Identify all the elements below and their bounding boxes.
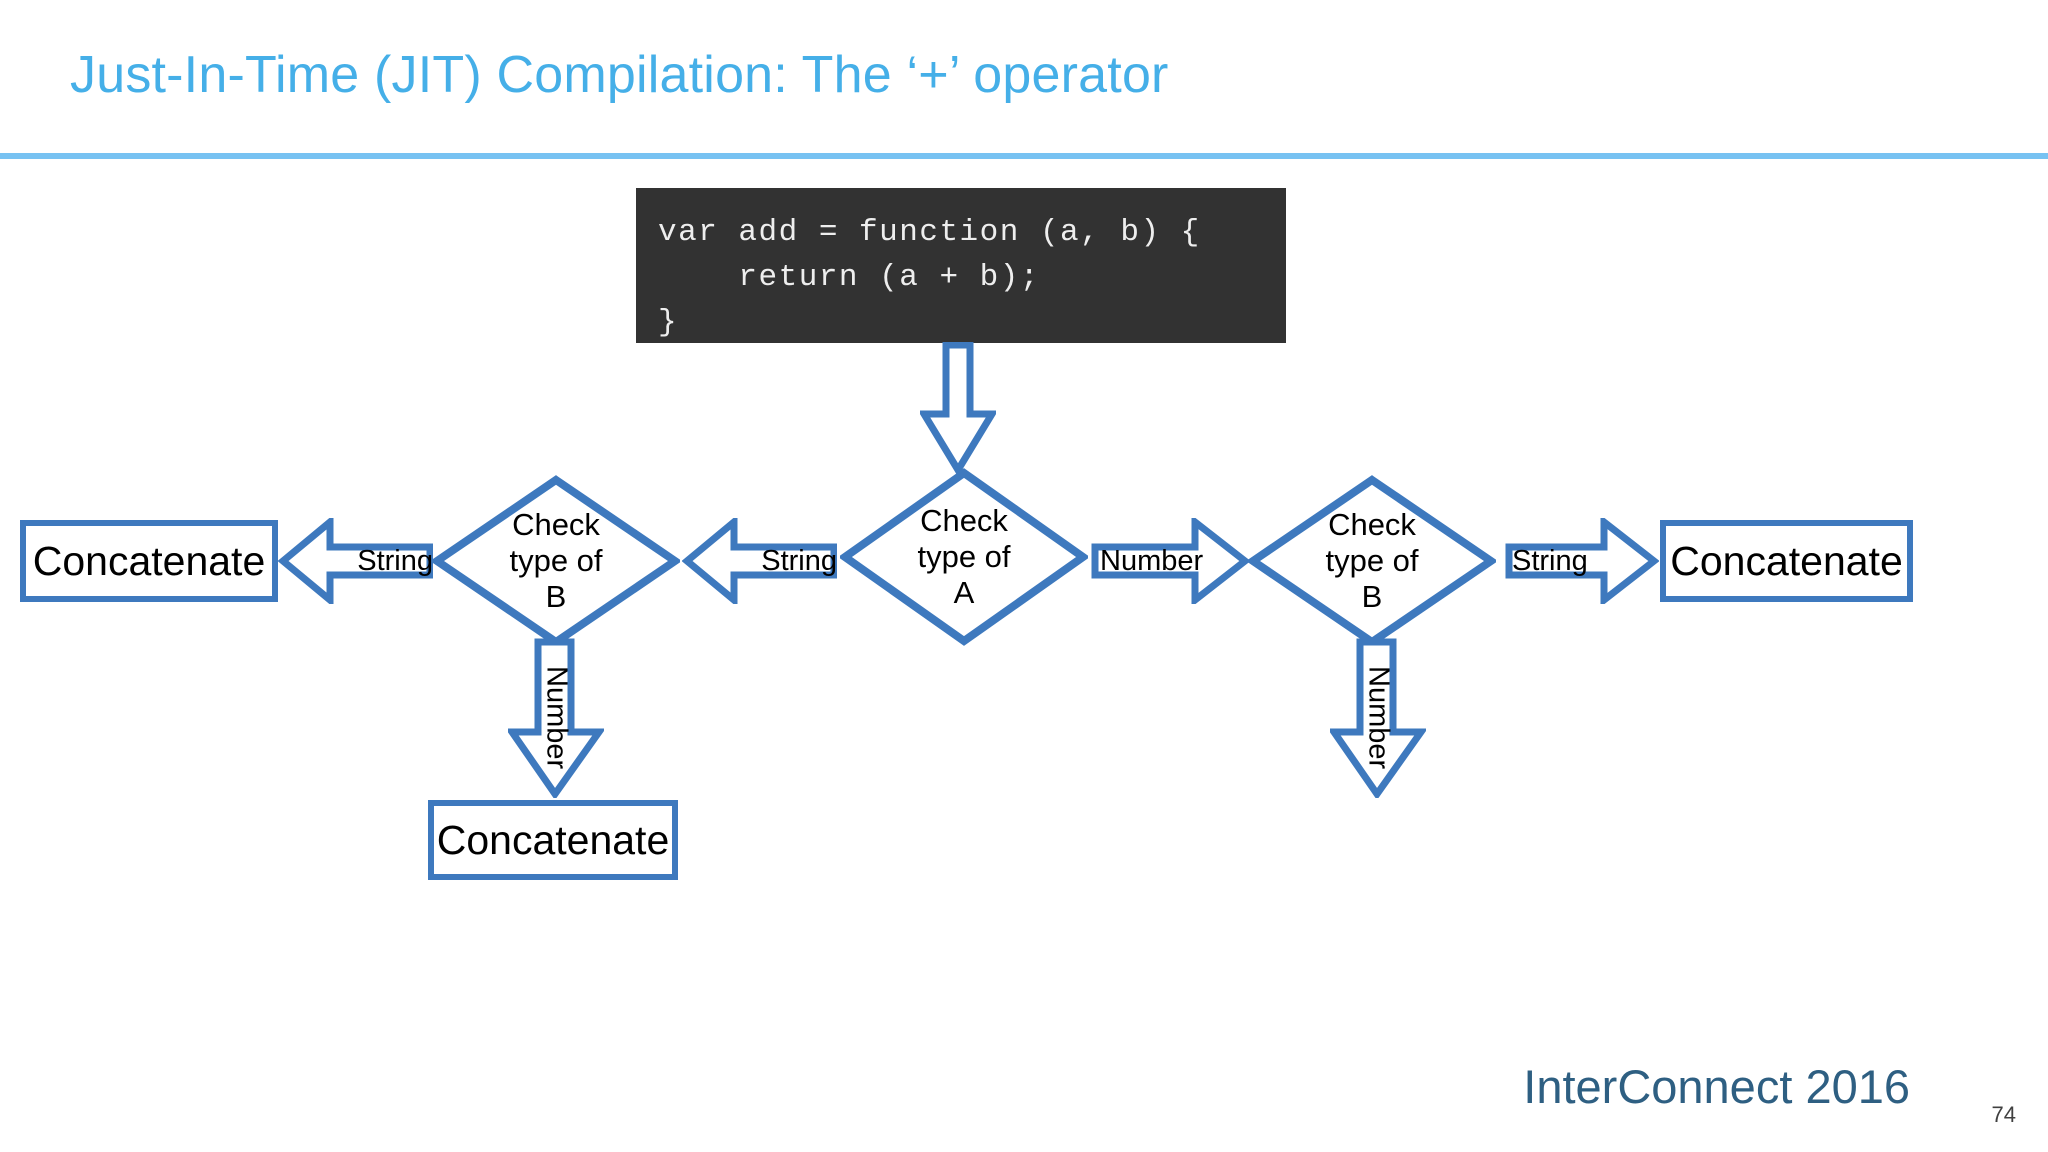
arrow-string-to-concat-left: String xyxy=(278,518,433,604)
page-title: Just-In-Time (JIT) Compilation: The ‘+’ … xyxy=(70,46,1169,104)
arrow-string-to-concat-right: String xyxy=(1504,518,1659,604)
arrow-code-to-check-a xyxy=(920,342,996,474)
code-block: var add = function (a, b) { return (a + … xyxy=(636,188,1286,343)
node-concatenate-bottom[interactable]: Concatenate xyxy=(428,800,678,880)
arrow-number-down-left: Number xyxy=(508,638,604,798)
page-number: 74 xyxy=(1991,1102,2016,1127)
node-concatenate-left[interactable]: Concatenate xyxy=(20,520,278,602)
node-check-type-of-b-right[interactable]: Check type of B xyxy=(1248,475,1496,647)
code-line-2: return (a + b); xyxy=(658,260,1040,295)
arrow-number-down-right: Number xyxy=(1330,638,1426,798)
footer-brand: InterConnect 2016 xyxy=(1523,1060,1910,1113)
arrow-string-check-a-to-check-b-left: String xyxy=(682,518,837,604)
arrow-number-check-a-to-check-b-right: Number xyxy=(1090,518,1250,604)
title-divider xyxy=(0,153,2048,159)
code-line-3: } xyxy=(658,305,679,340)
code-line-1: var add = function (a, b) { xyxy=(658,215,1201,250)
node-label: Concatenate xyxy=(1670,537,1903,584)
node-concatenate-right[interactable]: Concatenate xyxy=(1660,520,1913,602)
node-label: Concatenate xyxy=(32,537,266,584)
node-check-type-of-a[interactable]: Check type of A xyxy=(840,468,1088,646)
node-check-type-of-b-left[interactable]: Check type of B xyxy=(432,475,680,647)
node-label: Concatenate xyxy=(436,816,670,863)
